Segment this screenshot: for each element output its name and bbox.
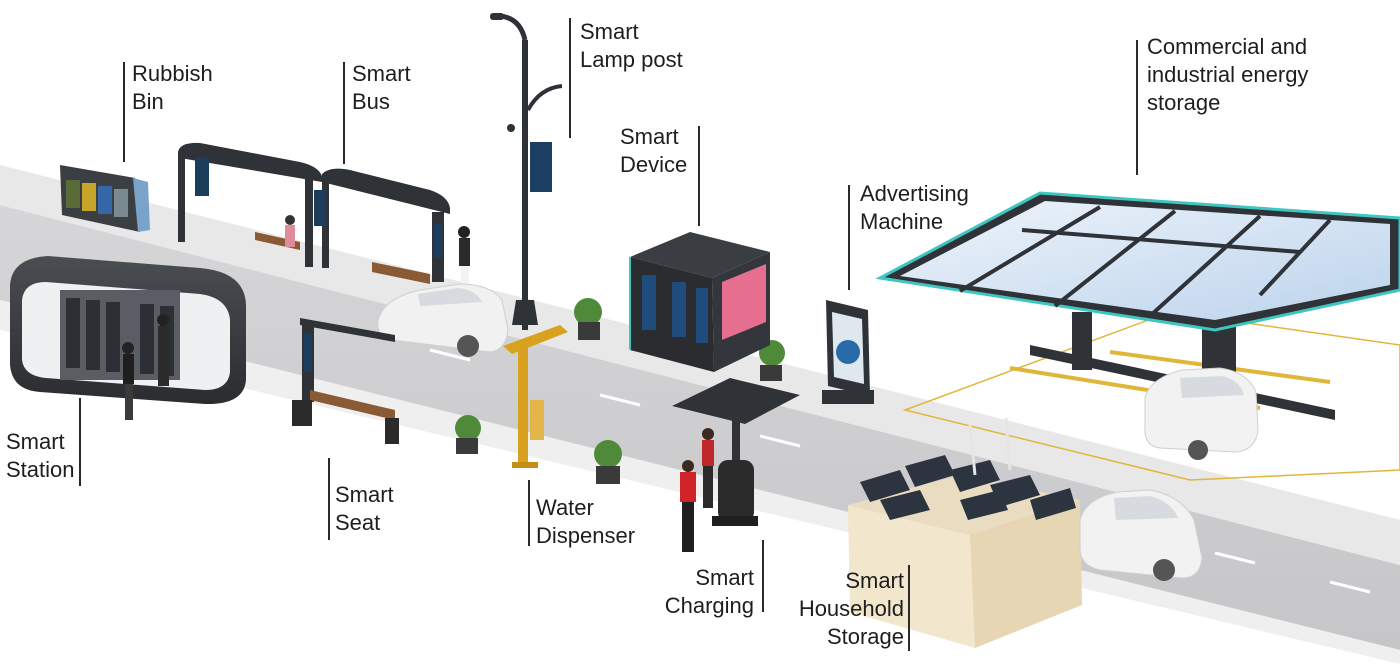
plant-3	[455, 415, 481, 454]
smart-station-illustration	[10, 256, 246, 420]
leader-line-smart-device	[698, 126, 700, 226]
household-storage-illustration	[848, 417, 1082, 648]
rubbish-bin-illustration	[60, 165, 150, 232]
plant-4	[594, 440, 622, 484]
smart-seat-illustration	[292, 318, 399, 444]
leader-line-smart-charging	[762, 540, 764, 612]
commercial-storage-illustration	[875, 191, 1400, 481]
label-advertising-machine: Advertising Machine	[860, 181, 969, 234]
lamp-post-illustration	[490, 13, 563, 330]
advertising-machine-illustration	[822, 300, 874, 404]
label-smart-bus: Smart Bus	[352, 61, 411, 114]
label-rubbish-bin: Rubbish Bin	[132, 61, 213, 114]
water-dispenser-illustration	[503, 325, 568, 468]
car-illustration-3	[1144, 367, 1259, 460]
parking-area	[902, 311, 1400, 481]
label-commercial-storage: Commercial and industrial energy storage	[1147, 34, 1309, 115]
leader-line-smart-station	[79, 398, 81, 486]
smart-charging-illustration	[672, 378, 800, 552]
leader-line-commercial-storage	[1136, 40, 1138, 175]
leader-line-rubbish-bin	[123, 62, 125, 162]
bus-stop-illustration	[178, 142, 470, 284]
leader-line-smart-bus	[343, 62, 345, 164]
leader-line-advertising-machine	[848, 185, 850, 290]
leader-line-smart-household-storage	[908, 565, 910, 651]
smart-device-illustration	[629, 232, 770, 372]
label-smart-household-storage: Smart Household Storage	[798, 568, 904, 649]
leader-line-water-dispenser	[528, 480, 530, 546]
label-smart-charging: Smart Charging	[664, 565, 754, 618]
label-smart-station: Smart Station	[6, 429, 75, 482]
car-illustration-1	[377, 283, 509, 357]
car-illustration-2	[1079, 489, 1203, 581]
label-smart-lamp-post: Smart Lamp post	[580, 19, 683, 72]
leader-line-smart-seat	[328, 458, 330, 540]
label-smart-device: Smart Device	[620, 124, 688, 177]
plant-1	[574, 298, 602, 340]
lane-markings	[429, 348, 1371, 594]
label-smart-seat: Smart Seat	[335, 482, 394, 535]
label-water-dispenser: Water Dispenser	[536, 495, 636, 548]
leader-line-smart-lamp-post	[569, 18, 571, 138]
